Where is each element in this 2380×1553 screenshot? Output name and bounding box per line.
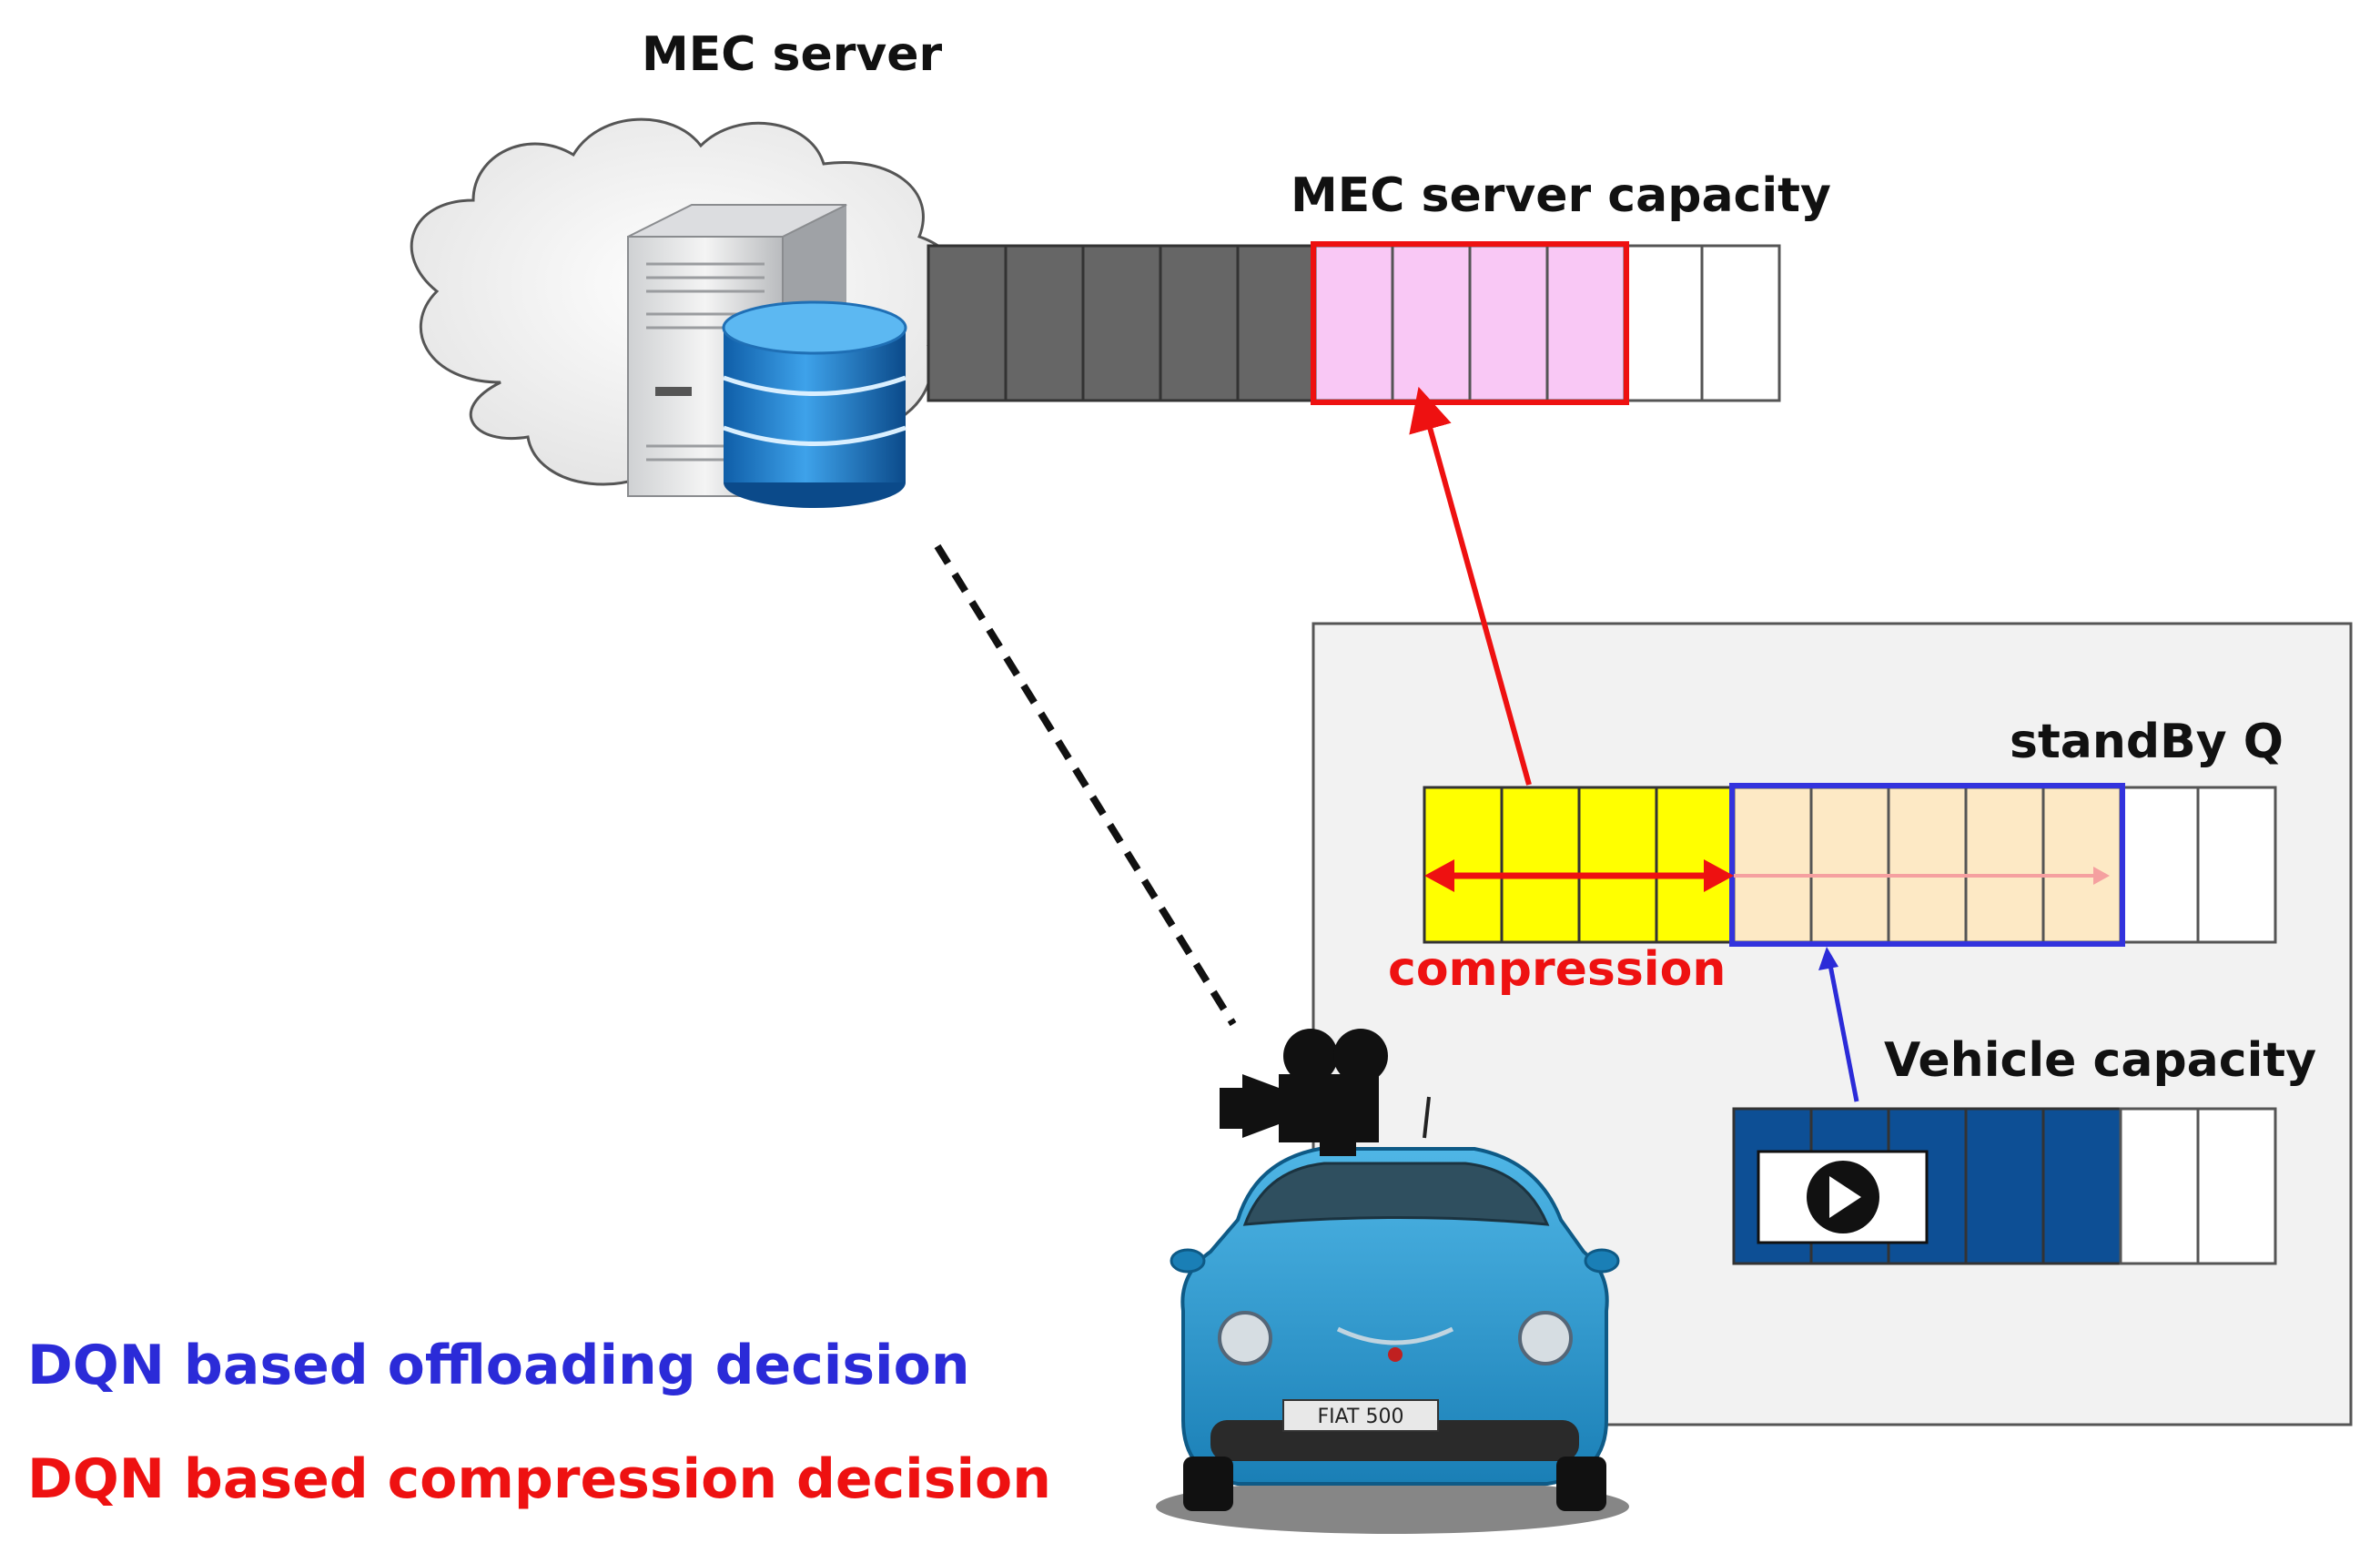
- mec-capacity-queue: [927, 241, 1781, 405]
- wireless-link: [934, 543, 1237, 1027]
- standby-queue: [1423, 783, 2277, 947]
- database-icon: [722, 300, 907, 508]
- video-camera-icon: [1220, 1029, 1431, 1156]
- license-plate-text: FIAT 500: [1318, 1406, 1404, 1428]
- legend-compression: DQN based compression decision: [27, 1447, 1051, 1511]
- legend-offloading: DQN based offloading decision: [27, 1334, 970, 1397]
- vehicle-capacity-label: Vehicle capacity: [1884, 1033, 2317, 1088]
- play-icon: [1757, 1150, 1929, 1244]
- mec-capacity-label: MEC server capacity: [1291, 168, 1831, 223]
- standby-q-label: standBy Q: [2010, 715, 2284, 769]
- car-icon: FIAT 500: [1156, 1147, 1629, 1534]
- compression-double-arrow: [1424, 859, 1734, 892]
- offload-arrow: [1818, 947, 1859, 1102]
- vehicle-capacity-queue: [1732, 1107, 2277, 1265]
- mec-allocated-highlight: [1311, 241, 1629, 405]
- mec-server-label: MEC server: [642, 27, 943, 82]
- compression-label: compression: [1388, 942, 1727, 997]
- compression-offload-arrow: [1409, 386, 1532, 786]
- standby-pending-highlight: [1729, 783, 2125, 947]
